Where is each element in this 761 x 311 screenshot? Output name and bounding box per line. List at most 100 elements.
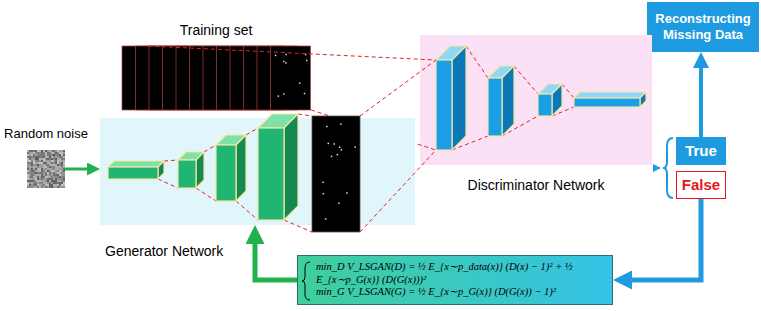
noise-pixel — [37, 172, 39, 174]
noise-pixel — [31, 162, 33, 164]
noise-pixel — [37, 182, 39, 184]
noise-pixel — [51, 170, 53, 172]
noise-pixel — [35, 172, 37, 174]
noise-pixel — [55, 182, 57, 184]
noise-pixel — [29, 164, 31, 166]
noise-pixel — [49, 166, 51, 168]
equation-brace — [302, 262, 310, 300]
noise-pixel — [33, 158, 35, 160]
false-box: False — [676, 171, 726, 199]
image-speck — [323, 193, 325, 195]
noise-pixel — [27, 178, 29, 180]
noise-pixel — [41, 168, 43, 170]
discriminator-layer — [538, 84, 562, 116]
noise-pixel — [41, 166, 43, 168]
noise-pixel — [45, 162, 47, 164]
noise-pixel — [31, 158, 33, 160]
noise-pixel — [31, 152, 33, 154]
noise-pixel — [57, 166, 59, 168]
noise-pixel — [35, 186, 37, 188]
noise-pixel — [59, 154, 61, 156]
noise-pixel — [47, 156, 49, 158]
projection-line — [196, 188, 216, 201]
training-image — [271, 46, 311, 110]
discriminator-layer-front — [488, 78, 502, 136]
noise-pixel — [47, 150, 49, 152]
noise-pixel — [59, 166, 61, 168]
noise-pixel — [27, 180, 29, 182]
generated-image — [312, 116, 360, 232]
noise-pixel — [35, 154, 37, 156]
noise-pixel — [31, 186, 33, 188]
noise-pixel — [51, 166, 53, 168]
noise-pixel — [63, 184, 65, 186]
noise-pixel — [33, 180, 35, 182]
image-speck — [322, 182, 324, 184]
noise-pixel — [61, 150, 63, 152]
noise-pixel — [39, 166, 41, 168]
noise-pixel — [39, 174, 41, 176]
image-speck — [283, 93, 285, 95]
noise-pixel — [43, 176, 45, 178]
noise-pixel — [53, 186, 55, 188]
noise-pixel — [33, 184, 35, 186]
noise-pixel — [63, 158, 65, 160]
noise-pixel — [39, 162, 41, 164]
noise-pixel — [47, 184, 49, 186]
noise-pixel — [41, 178, 43, 180]
noise-pixel — [55, 172, 57, 174]
projection-line — [360, 150, 436, 232]
noise-pixel — [29, 174, 31, 176]
noise-pixel — [33, 166, 35, 168]
noise-pixel — [37, 186, 39, 188]
noise-pixel — [53, 184, 55, 186]
noise-pixel — [39, 164, 41, 166]
image-speck — [304, 93, 306, 95]
noise-pixel — [33, 178, 35, 180]
noise-pixel — [59, 170, 61, 172]
noise-pixel — [33, 182, 35, 184]
noise-pixel — [61, 178, 63, 180]
noise-pixel — [35, 170, 37, 172]
network-label: Discriminator Network — [468, 177, 605, 194]
noise-pixel — [53, 178, 55, 180]
true-box: True — [676, 137, 726, 165]
noise-pixel — [53, 150, 55, 152]
output-label: Reconstructing Missing Data — [651, 11, 755, 42]
noise-pixel — [55, 158, 57, 160]
noise-pixel — [47, 182, 49, 184]
discriminator-layer-side — [640, 92, 646, 107]
noise-pixel — [37, 180, 39, 182]
noise-pixel — [57, 178, 59, 180]
noise-pixel — [43, 160, 45, 162]
noise-pixel — [49, 150, 51, 152]
noise-pixel — [45, 152, 47, 154]
generator-layer-front — [258, 128, 284, 220]
noise-pixel — [45, 186, 47, 188]
noise-pixel — [27, 150, 29, 152]
noise-pixel — [29, 156, 31, 158]
noise-pixel — [61, 168, 63, 170]
projection-line — [514, 66, 538, 94]
noise-pixel — [59, 184, 61, 186]
noise-pixel — [57, 168, 59, 170]
equation-line: min_D V_LSGAN(D) = ½ E_{x∼p_data(x)} (D(… — [316, 261, 606, 286]
noise-pixel — [49, 154, 51, 156]
noise-pixel — [31, 156, 33, 158]
noise-pixel — [35, 178, 37, 180]
noise-pixel — [55, 174, 57, 176]
noise-pixel — [43, 182, 45, 184]
noise-pixel — [53, 156, 55, 158]
noise-pixel — [35, 158, 37, 160]
image-speck — [285, 54, 287, 56]
noise-pixel — [59, 174, 61, 176]
noise-pixel — [49, 172, 51, 174]
noise-pixel — [53, 176, 55, 178]
discriminator-layer — [436, 46, 466, 150]
noise-pixel — [29, 152, 31, 154]
noise-pixel — [37, 170, 39, 172]
noise-pixel — [43, 158, 45, 160]
noise-pixel — [49, 180, 51, 182]
noise-pixel — [57, 164, 59, 166]
noise-pixel — [57, 160, 59, 162]
